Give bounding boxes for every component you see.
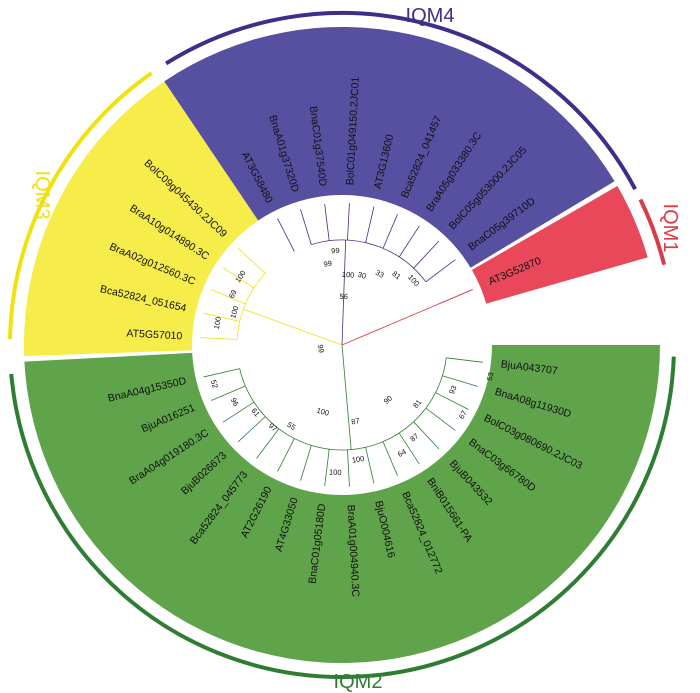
bootstrap-label: 61 <box>250 406 262 418</box>
bootstrap-label: 100 <box>406 273 421 288</box>
bootstrap-label: 87 <box>351 416 361 426</box>
leaf-branch <box>211 385 246 401</box>
leaf-branch <box>300 445 312 481</box>
group-arc-iqm4 <box>165 11 637 191</box>
bootstrap-label: 99 <box>316 344 326 354</box>
bootstrap-label: 93 <box>447 384 458 395</box>
group-arc-iqm2 <box>9 356 676 679</box>
leaf-branch <box>203 368 240 378</box>
clade-branch <box>236 273 266 340</box>
leaf-branch <box>365 447 375 484</box>
clade-sectors <box>24 26 661 663</box>
leaf-branch <box>222 267 255 289</box>
leaf-branch <box>222 401 255 423</box>
leaf-branch <box>324 204 330 241</box>
trunk-branch <box>243 308 343 346</box>
sector-iqm1 <box>471 186 648 304</box>
leaf-branch <box>277 438 295 472</box>
bootstrap-label: 53 <box>485 371 496 381</box>
bootstrap-label: 100 <box>351 454 365 465</box>
trunk-branch <box>341 240 347 346</box>
leaf-branch <box>446 357 483 363</box>
bootstrap-values: 1008133309999100565367938764819010010087… <box>209 246 496 477</box>
group-label-iqm2: IQM2 <box>334 671 383 693</box>
group-arc-iqm1 <box>638 198 667 266</box>
sector-iqm3 <box>24 81 259 357</box>
leaf-branch <box>442 375 478 387</box>
bootstrap-label: 81 <box>411 398 423 410</box>
bootstrap-label: 87 <box>408 431 420 443</box>
leaf-branch <box>237 416 266 443</box>
bootstrap-label: 56 <box>339 292 348 301</box>
leaf-branch <box>300 209 312 245</box>
bootstrap-label: 69 <box>227 288 239 299</box>
bootstrap-label: 90 <box>382 394 394 406</box>
leaf-branch <box>256 428 280 459</box>
bootstrap-label: 33 <box>374 268 386 280</box>
leaf-branch <box>211 289 246 305</box>
leaf-branch <box>200 337 238 340</box>
group-arc-iqm3 <box>8 71 153 340</box>
iqm1-branch <box>341 289 473 346</box>
bootstrap-label: 100 <box>316 406 331 418</box>
clade-branch <box>311 239 427 283</box>
group-label-iqm3: IQM3 <box>31 171 53 220</box>
bootstrap-label: 67 <box>457 409 469 421</box>
leaf-label: BraA01g004940.3C <box>345 504 362 597</box>
leaf-branch <box>413 421 440 450</box>
leaf-branch <box>413 240 440 269</box>
leaf-branch <box>435 392 469 410</box>
bootstrap-label: 100 <box>228 305 240 320</box>
sector-iqm2 <box>24 345 661 663</box>
leaf-branch <box>203 312 240 322</box>
leaf-label: AT5G57010 <box>126 327 183 342</box>
group-label-iqm4: IQM4 <box>406 5 455 27</box>
bootstrap-label: 100 <box>342 270 355 280</box>
clade-branch <box>239 357 447 451</box>
bootstrap-label: 52 <box>209 379 220 390</box>
bootstrap-label: 100 <box>329 467 342 477</box>
sector-iqm4 <box>164 26 615 268</box>
leaf-branch <box>398 432 420 465</box>
leaf-branch <box>398 225 420 258</box>
bootstrap-label: 81 <box>390 269 402 281</box>
leaf-branch <box>277 218 295 252</box>
leaf-branch <box>365 206 375 243</box>
leaf-branch <box>347 203 350 241</box>
bootstrap-label: 100 <box>212 316 223 330</box>
tree-branches <box>200 203 483 487</box>
bootstrap-label: 30 <box>357 270 368 281</box>
leaf-branch <box>425 407 456 431</box>
bootstrap-label: 55 <box>285 420 297 432</box>
leaf-label: BolC01g049150.2JC01 <box>344 76 362 185</box>
bootstrap-label: 96 <box>229 396 241 408</box>
leaf-branch <box>324 449 330 486</box>
leaf-branch <box>237 247 266 274</box>
bootstrap-label: 64 <box>396 447 408 459</box>
leaf-branch <box>382 441 398 476</box>
group-arcs <box>8 11 676 679</box>
bootstrap-label: 99 <box>331 246 340 256</box>
trunk-branch <box>341 344 352 450</box>
leaf-branch <box>347 449 350 487</box>
leaf-branch <box>382 214 398 249</box>
bootstrap-label: 99 <box>323 259 333 269</box>
leaf-branch <box>425 259 456 283</box>
group-label-iqm1: IQM1 <box>659 204 681 253</box>
